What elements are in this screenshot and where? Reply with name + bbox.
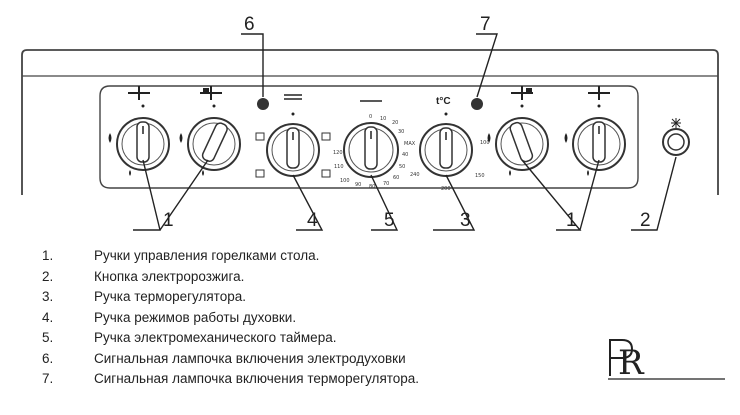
callout-2: 2 <box>640 210 651 231</box>
brand-logo: R <box>608 339 725 382</box>
legend-text: Ручка терморегулятора. <box>94 289 246 304</box>
legend-number: 4. <box>42 309 54 325</box>
thermostat-symbol: t°C <box>436 96 451 107</box>
callout-6: 6 <box>244 14 255 35</box>
burner-knob-2[interactable] <box>179 86 241 176</box>
thermostat-scale-200: 200 <box>441 186 451 192</box>
svg-text:R: R <box>618 343 645 382</box>
panel-frame <box>21 49 719 195</box>
legend-text: Кнопка электророзжига. <box>94 268 245 284</box>
timer-scale-80: 80 <box>369 184 375 190</box>
thermostat-scale-150: 150 <box>475 173 485 179</box>
burner-knob-1[interactable] <box>108 86 170 176</box>
ignition-button[interactable] <box>662 118 690 156</box>
legend-item: 2. Кнопка электророзжига. <box>42 267 419 288</box>
callout-4: 4 <box>307 210 318 231</box>
legend-list: 1. Ручки управления горелками стола. 2. Кн… <box>42 246 419 390</box>
timer-scale-10: 10 <box>380 116 386 122</box>
legend-number: 2. <box>42 268 54 284</box>
legend-number: 3. <box>42 289 54 304</box>
callout-1-right: 1 <box>566 210 577 231</box>
timer-scale-90: 90 <box>355 182 361 188</box>
legend-item: 3. Ручка терморегулятора. <box>42 287 419 308</box>
legend-item: 4. Ручка режимов работы духовки. <box>42 308 419 329</box>
legend-text: Сигнальная лампочка включения электродух… <box>94 350 406 366</box>
burner-knob-3[interactable] <box>487 86 549 176</box>
timer-scale-60: 60 <box>393 175 399 181</box>
timer-scale-30: 30 <box>398 129 404 135</box>
legend-text: Ручка режимов работы духовки. <box>94 309 297 325</box>
timer-scale-max: MAX <box>404 141 416 147</box>
timer-scale-20: 20 <box>392 120 398 126</box>
timer-scale-100: 100 <box>340 178 350 184</box>
legend-text: Ручки управления горелками стола. <box>94 248 320 263</box>
control-panel-diagram: 0 10 20 30 MAX 40 50 60 70 80 90 100 110… <box>21 14 719 231</box>
legend-item: 1. Ручки управления горелками стола. <box>42 246 419 267</box>
legend-item: 7. Сигнальная лампочка включения терморег… <box>42 369 419 390</box>
timer-scale-0: 0 <box>369 114 372 120</box>
timer-scale-40: 40 <box>402 152 408 158</box>
callout-7: 7 <box>480 14 491 35</box>
timer-knob[interactable]: 0 10 20 30 MAX 40 50 60 70 80 90 100 110… <box>333 100 416 190</box>
timer-scale-120: 120 <box>333 150 343 156</box>
burner-knob-4[interactable] <box>564 86 626 176</box>
legend-text: Сигнальная лампочка включения терморегул… <box>94 371 420 386</box>
callout-lines <box>133 33 677 231</box>
legend-text: Ручка электромеханического таймера. <box>94 330 337 345</box>
callout-1-left: 1 <box>163 210 174 231</box>
timer-scale-110: 110 <box>334 164 344 170</box>
callout-3: 3 <box>460 210 471 231</box>
legend-number: 5. <box>42 330 54 345</box>
callout-5: 5 <box>384 210 395 231</box>
thermostat-scale-100: 100 <box>480 140 490 146</box>
legend-item: 5. Ручка электромеханического таймера. <box>42 328 419 349</box>
timer-scale-70: 70 <box>383 181 389 187</box>
thermostat-lamp-indicator <box>471 98 483 110</box>
legend-number: 1. <box>42 248 54 263</box>
oven-lamp-indicator <box>257 98 269 110</box>
thermostat-knob[interactable]: t°C 100 150 200 240 <box>410 96 490 192</box>
legend-item: 6. Сигнальная лампочка включения электрод… <box>42 349 419 370</box>
legend-number: 7. <box>42 371 54 386</box>
legend-number: 6. <box>42 350 54 366</box>
timer-scale-50: 50 <box>399 164 405 170</box>
thermostat-scale-240: 240 <box>410 172 420 178</box>
